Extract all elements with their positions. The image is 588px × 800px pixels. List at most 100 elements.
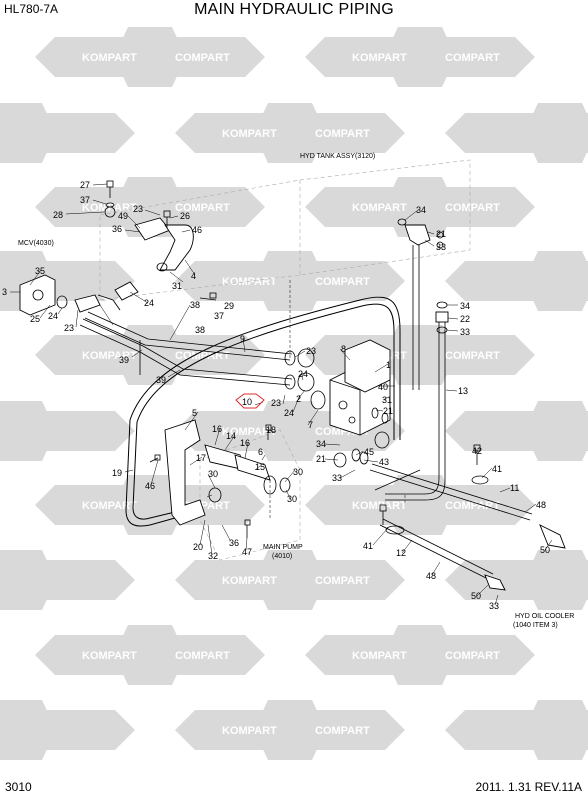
model-number: HL780-7A: [4, 2, 59, 16]
callout: 24: [144, 298, 154, 308]
callout: 27: [80, 180, 90, 190]
callout: COMPART: [175, 52, 230, 64]
callout: 40: [378, 382, 388, 392]
callout: 6: [258, 447, 263, 457]
callout: 20: [193, 542, 203, 552]
callout: 36: [112, 224, 122, 234]
callout: 29: [224, 301, 234, 311]
callout: 46: [145, 481, 155, 491]
callout: 18: [266, 425, 276, 435]
callout: 33: [332, 473, 342, 483]
callout: 32: [208, 551, 218, 561]
note-main-pump-1: MAIN PUMP: [263, 544, 303, 551]
callout: 35: [35, 266, 45, 276]
tank-elbow-34: [397, 218, 444, 249]
callout: 43: [379, 457, 389, 467]
watermark-pattern: KOMPART COMPART KOMPART COMPART KOMPART COM…: [0, 27, 588, 760]
callout: COMPART: [315, 725, 370, 737]
callout: 30: [293, 467, 303, 477]
callout: 23: [271, 398, 281, 408]
callout: KOMPART: [222, 276, 277, 288]
callout: KOMPART: [82, 202, 137, 214]
callout: 21: [316, 454, 326, 464]
callout: 4: [191, 271, 196, 281]
callout: 1: [386, 360, 391, 370]
callout: 41: [363, 541, 373, 551]
page-title: MAIN HYDRAULIC PIPING: [194, 1, 394, 18]
highlight-callout-10: [235, 393, 265, 409]
callout: 7: [308, 420, 313, 430]
callout: 34: [316, 439, 326, 449]
callout: COMPART: [315, 276, 370, 288]
callout: 13: [458, 386, 468, 396]
callout: 28: [53, 210, 63, 220]
callout: 21: [436, 229, 446, 239]
callout: COMPART: [445, 650, 500, 662]
main-hose-loop: [125, 296, 401, 527]
callout: 8: [341, 344, 346, 354]
hose-tank-return: [412, 245, 420, 390]
callout: 33: [460, 327, 470, 337]
hose-12: [379, 518, 494, 581]
note-oil-cooler-1: HYD OIL COOLER: [515, 613, 574, 620]
callout: 11: [510, 483, 519, 493]
callout: COMPART: [315, 128, 370, 140]
callout: 38: [195, 325, 205, 335]
callout: 33: [436, 242, 446, 252]
callout: 30: [208, 469, 218, 479]
small-hardware: [104, 180, 489, 538]
callout: COMPART: [175, 650, 230, 662]
callout: KOMPART: [222, 575, 277, 587]
callout: KOMPART: [352, 650, 407, 662]
callout: 34: [416, 205, 426, 215]
callout: KOMPART: [352, 52, 407, 64]
callout: KOMPART: [222, 426, 277, 438]
pipes-38-39: [79, 311, 293, 386]
callout: 16: [240, 438, 250, 448]
callout: 41: [492, 464, 502, 474]
callout: 12: [396, 548, 406, 558]
leader-lines: [10, 183, 553, 606]
main-pump-outline: [199, 429, 301, 561]
callout: KOMPART: [82, 500, 137, 512]
callout: COMPART: [445, 52, 500, 64]
callout: 9: [240, 334, 245, 344]
callout: 23: [133, 204, 143, 214]
page-number: 3010: [5, 780, 32, 794]
note-hyd-tank: HYD TANK ASSY(3120): [300, 153, 375, 160]
callout: 23: [306, 346, 316, 356]
fitting-50: [484, 524, 566, 591]
callout: 30: [287, 494, 297, 504]
note-mcv: MCV(4030): [18, 240, 54, 247]
callout: 24: [298, 369, 308, 379]
mcv-fittings: [19, 274, 139, 316]
callout: 42: [472, 446, 482, 456]
callout: 37: [214, 311, 224, 321]
callout: 3: [2, 287, 7, 297]
callout: 16: [212, 424, 222, 434]
callout: 34: [460, 301, 470, 311]
callout: 48: [426, 571, 436, 581]
callout: 19: [112, 468, 122, 478]
callout: KOMPART: [222, 725, 277, 737]
callout: COMPART: [445, 350, 500, 362]
callout: 22: [460, 314, 470, 324]
callout: 2: [296, 394, 301, 404]
callout: 50: [540, 545, 550, 555]
callout: 38: [190, 300, 200, 310]
note-main-pump-2: (4010): [272, 553, 292, 560]
callout: KOMPART: [82, 52, 137, 64]
callout: 31: [172, 281, 182, 291]
callout: 50: [471, 591, 481, 601]
callout: 24: [48, 311, 58, 321]
callout: COMPART: [175, 350, 230, 362]
callout: 48: [536, 500, 546, 510]
callout: KOMPART: [352, 202, 407, 214]
callout: COMPART: [445, 500, 500, 512]
hose-11: [369, 463, 533, 521]
callout: 47: [242, 547, 252, 557]
callout: 39: [156, 375, 166, 385]
callout: 49: [118, 211, 128, 221]
